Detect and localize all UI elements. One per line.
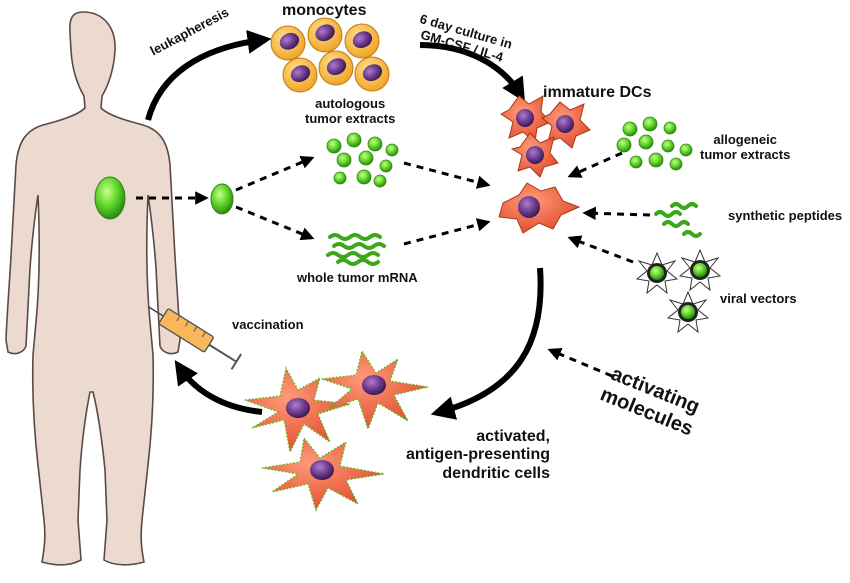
maturation-arrow [430, 267, 544, 420]
synthetic-peptides-icon [654, 202, 702, 238]
label-monocytes: monocytes [282, 2, 367, 19]
culture-arrow [419, 42, 525, 103]
dashed-arrow-to-mrna [235, 205, 315, 241]
label-whole-tumor-mrna: whole tumor mRNA [297, 270, 418, 285]
label-viral-vectors: viral vectors [720, 291, 797, 306]
human-figure [5, 11, 181, 566]
label-autologous-line1: autologous [315, 96, 386, 111]
syringe-icon [147, 305, 242, 370]
label-activated-line2: antigen-presenting [405, 446, 550, 464]
dashed-arrow-viral-to-dc [567, 235, 634, 264]
dashed-arrow-peptides-to-dc [582, 206, 651, 221]
activated-dendritic-cells [244, 349, 429, 512]
label-immature-dcs: immature DCs [543, 84, 652, 101]
dashed-arrow-activating-molecules [547, 347, 613, 378]
dashed-arrow-mrna-to-dc [403, 218, 491, 246]
label-activated-dcs: activated, antigen-presenting dendritic … [400, 428, 550, 483]
allogeneic-tumor-extracts-icon [616, 116, 693, 171]
label-activated-line3: dendritic cells [442, 464, 550, 482]
label-activated-line1: activated, [476, 428, 550, 445]
dashed-arrow-to-autologous [235, 155, 315, 192]
immature-dcs-cluster [498, 95, 591, 234]
label-autologous-line2: tumor extracts [305, 110, 396, 126]
dashed-arrow-autologous-to-dc [403, 161, 491, 189]
label-allogeneic-line1: allogeneic [713, 132, 777, 147]
leukapheresis-arrow [145, 29, 272, 121]
autologous-tumor-extracts-icon [326, 132, 399, 188]
whole-tumor-mrna-icon [326, 233, 386, 266]
label-synthetic-peptides: synthetic peptides [728, 208, 843, 223]
return-arrow [174, 360, 263, 415]
label-allogeneic: allogeneic tumor extracts [700, 132, 791, 163]
monocytes-cluster [270, 17, 390, 93]
label-allogeneic-line2: tumor extracts [700, 146, 791, 162]
viral-vectors-icon [635, 248, 722, 334]
label-vaccination: vaccination [232, 317, 304, 332]
label-autologous: autologous tumor extracts [305, 96, 396, 127]
dashed-arrow-allogeneic-to-dc [567, 151, 623, 178]
extracted-tumor [210, 183, 234, 215]
tumor-in-body [94, 176, 126, 220]
